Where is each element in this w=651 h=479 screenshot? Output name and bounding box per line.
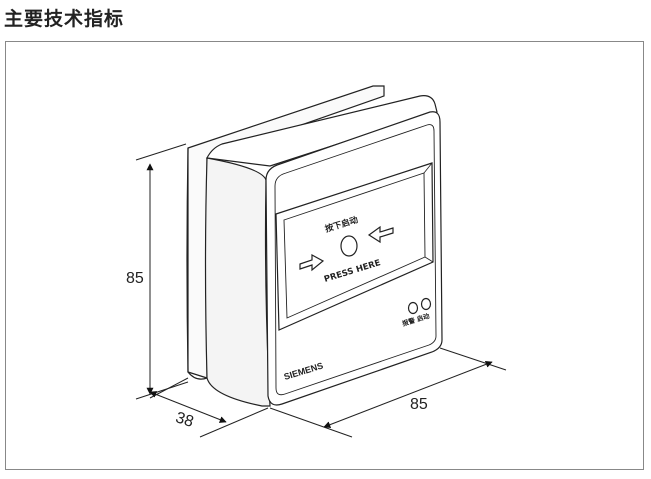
section-title: 主要技术指标 bbox=[4, 8, 125, 30]
dimension-lines bbox=[135, 143, 507, 438]
dimension-height: 85 bbox=[126, 270, 144, 287]
drawing-frame bbox=[5, 41, 644, 470]
dimension-width: 85 bbox=[410, 396, 428, 413]
device-body bbox=[186, 85, 443, 407]
dimension-depth: 38 bbox=[173, 409, 195, 431]
